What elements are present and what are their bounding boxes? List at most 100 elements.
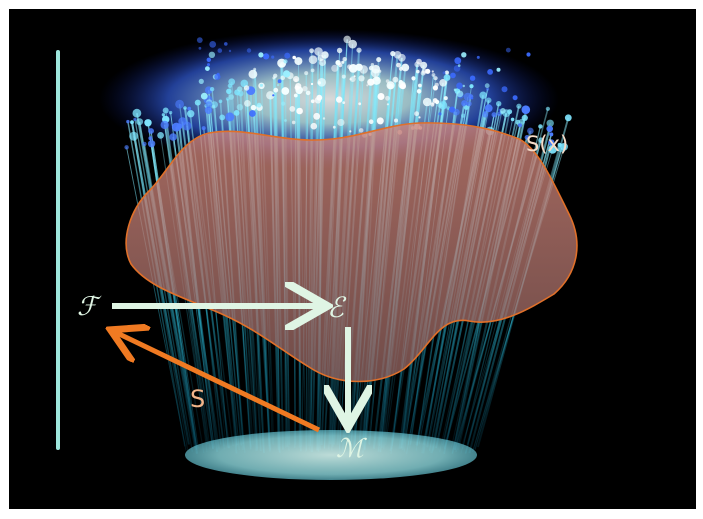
fiber-tip [283, 70, 291, 78]
fiber-tip [442, 71, 446, 75]
fiber-tip [208, 51, 216, 58]
fiber-tip [187, 106, 192, 111]
fiber-tip [476, 55, 480, 59]
fiber-tip [322, 117, 326, 120]
fiber-tip [358, 128, 364, 133]
fiber-tip [276, 83, 280, 87]
fiber-tip [376, 117, 384, 125]
fiber-tip [450, 72, 456, 79]
fiber-tip [227, 83, 233, 89]
fiber-tip [194, 99, 201, 106]
fiber-tip [289, 106, 296, 112]
fiber-tip [461, 52, 467, 58]
fiber-tip [284, 119, 287, 122]
fiber-tip [130, 120, 134, 125]
fiber-tip [420, 61, 428, 69]
fiber-tip [273, 73, 278, 79]
fiber-tip [342, 57, 347, 62]
fiber-tip [359, 65, 368, 74]
fiber-tip [256, 102, 262, 108]
fiber-tip [240, 79, 249, 88]
fiber-tip [368, 119, 374, 124]
fiber-tip [487, 69, 493, 75]
fiber-tip [527, 127, 534, 135]
fiber-tip [392, 76, 399, 83]
fiber-tip [148, 128, 155, 134]
fiber-tip [183, 106, 187, 110]
fiber-tip [399, 83, 406, 90]
fiber-tip [317, 78, 327, 87]
fiber-label: ℱ [77, 292, 102, 322]
fiber-tip [204, 106, 213, 115]
fiber-tip [225, 97, 230, 101]
fiber-tip [430, 102, 435, 107]
fiber-tip [516, 103, 522, 109]
fiber-tip [461, 100, 468, 107]
fiber-tip [244, 100, 251, 107]
fiber-tip [386, 81, 395, 90]
fiber-tip [147, 140, 156, 148]
fiber-tip [266, 91, 275, 100]
fiber-tip [331, 64, 339, 72]
fiber-tip [302, 86, 308, 92]
fiber-tip [545, 106, 551, 111]
fiber-tip [218, 99, 223, 104]
fiber-tip [310, 68, 315, 73]
fiber-tip [343, 35, 352, 44]
fiber-tip [271, 55, 275, 59]
fiber-tip [418, 83, 422, 88]
fiber-tip [336, 47, 343, 54]
fiber-tip [557, 143, 567, 153]
fiber-tip [124, 145, 129, 150]
fiber-tip [258, 52, 264, 58]
fiber-tip [538, 124, 543, 129]
fiber-tip [236, 104, 244, 111]
fiber-tip [366, 84, 369, 87]
fiber-tip [385, 79, 390, 83]
fiber-tip [469, 75, 476, 81]
fiber-tip [272, 94, 275, 97]
fiber-tip [281, 101, 286, 106]
arrow-diagonal-icon [115, 332, 321, 433]
fiber-tip [431, 70, 434, 73]
fiber-tip [421, 68, 428, 74]
fiber-tip [538, 137, 544, 143]
fiber-tip [294, 57, 303, 66]
fiber-tip [484, 83, 490, 89]
fiber-tip [201, 126, 206, 131]
fiber-tip [518, 123, 522, 128]
fiber-tip [175, 99, 185, 109]
fiber-tip [456, 82, 463, 90]
fiber-tip [178, 117, 187, 126]
fiber-tip [246, 48, 252, 53]
fiber-tip [263, 53, 270, 60]
fiber-tip [205, 101, 213, 109]
fiber-tip [342, 101, 346, 104]
fiber-tip [370, 68, 380, 78]
fiber-tip [219, 114, 226, 121]
fiber-tip [546, 119, 554, 128]
fiber-tip [136, 118, 144, 126]
section-surface-label: S(x) [526, 132, 568, 156]
fiber-tip [356, 47, 362, 53]
section-map-label: S [190, 385, 205, 413]
fiber-tip [249, 110, 256, 117]
fiber-tip [496, 111, 502, 117]
fiber-tip [524, 135, 530, 140]
fiber-tip [281, 87, 290, 95]
fiber-tip [279, 61, 286, 68]
total-space-label: ℰ [327, 291, 347, 324]
fiber-tip [372, 76, 381, 85]
fiber-tip [463, 92, 472, 101]
fiber-tip [370, 63, 375, 67]
fiber-tip [358, 102, 362, 106]
fiber-tip [438, 112, 442, 116]
fiber-tip [280, 75, 286, 81]
fiber-tip [162, 107, 169, 114]
fiber-tip [132, 108, 142, 118]
fiber-tip [313, 112, 321, 120]
fiber-tip [332, 125, 336, 129]
fiber-tip [336, 96, 343, 103]
fiber-tip [259, 83, 263, 87]
fiber-tip [397, 53, 406, 62]
